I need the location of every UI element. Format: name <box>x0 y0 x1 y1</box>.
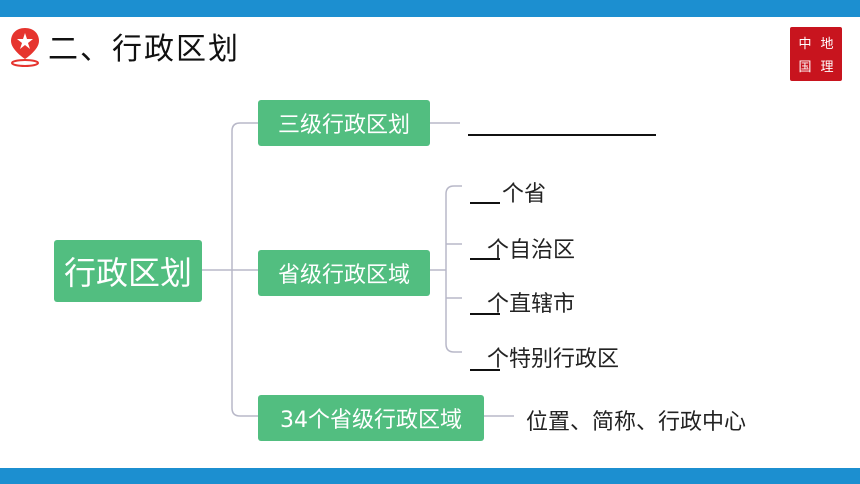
seal-char: 国 <box>798 60 812 75</box>
answer-blank <box>470 258 500 260</box>
seal-logo: 中 地 国 理 <box>790 27 842 81</box>
bottom-band <box>0 468 860 484</box>
leaf-autonomous-regions: 个自治区 <box>487 238 576 263</box>
answer-blank <box>470 202 500 204</box>
answer-blank <box>470 369 500 371</box>
answer-blank <box>470 313 500 315</box>
node-root: 行政区划 <box>54 240 202 302</box>
location-pin-icon <box>8 25 42 67</box>
answer-blank <box>468 134 656 136</box>
node-34-provincial: 34个省级行政区域 <box>258 395 484 441</box>
seal-char: 地 <box>820 37 834 52</box>
leaf-provinces: 个省 <box>502 182 547 207</box>
top-band <box>0 0 860 17</box>
leaf-special-regions: 个特别行政区 <box>487 347 620 372</box>
node-three-level: 三级行政区划 <box>258 100 430 146</box>
title-bar: 二、行政区划 <box>8 24 240 68</box>
leaf-details: 位置、简称、行政中心 <box>526 410 747 435</box>
seal-char: 理 <box>820 60 834 75</box>
page-title: 二、行政区划 <box>48 32 240 67</box>
node-provincial: 省级行政区域 <box>258 250 430 296</box>
seal-char: 中 <box>798 37 812 52</box>
leaf-municipalities: 个直辖市 <box>487 292 576 317</box>
